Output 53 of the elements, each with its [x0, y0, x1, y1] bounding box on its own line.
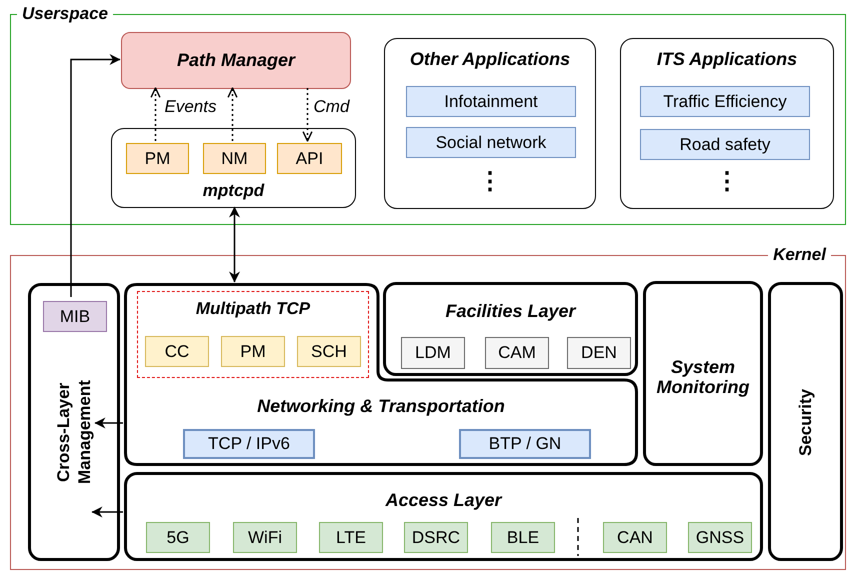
module-box: CAN — [603, 522, 667, 553]
layer-title: Multipath TCP — [194, 299, 312, 319]
layer-box — [768, 282, 843, 561]
module-box: Social network — [406, 127, 576, 158]
layer-title: Access Layer — [384, 490, 504, 510]
module-box: Infotainment — [406, 86, 576, 117]
arrow — [302, 88, 313, 142]
application-group-box — [384, 38, 596, 209]
layer-title: System Monitoring — [656, 357, 750, 397]
arrow — [227, 87, 238, 141]
module-box: API — [277, 143, 342, 174]
module-box: CAM — [485, 337, 549, 369]
arrow — [94, 418, 123, 428]
layer-box — [383, 282, 638, 376]
layer-title: Cross-Layer Management — [53, 379, 95, 486]
arrow — [91, 506, 123, 518]
ellipsis-text: ⋮ — [714, 169, 740, 195]
module-box: PM — [221, 336, 285, 367]
layer-title: Networking & Transportation — [256, 396, 506, 416]
module-box: BTP / GN — [459, 429, 591, 459]
arrow — [70, 54, 121, 297]
module-box: LDM — [401, 337, 465, 369]
group-box — [137, 291, 369, 378]
module-box: NM — [203, 143, 266, 174]
module-box: DSRC — [404, 522, 468, 553]
module-box: WiFi — [233, 522, 297, 553]
module-box: SCH — [297, 336, 361, 367]
module-box: 5G — [146, 522, 210, 553]
module-box: Road safety — [640, 129, 810, 160]
arrow — [150, 87, 161, 141]
application-group-box — [620, 38, 834, 209]
module-box: CC — [145, 336, 209, 367]
layer-title: mptcpd — [202, 181, 266, 201]
daemon-box — [111, 128, 356, 208]
layer-box — [643, 281, 763, 466]
arrow — [229, 206, 240, 283]
module-box: LTE — [319, 522, 383, 553]
ellipsis-text: ⋮ — [477, 169, 503, 195]
module-box: Traffic Efficiency — [640, 86, 810, 117]
module-box: PM — [126, 143, 189, 174]
layer-box — [124, 472, 763, 561]
layer-title: Other Applications — [408, 49, 572, 69]
region-title: Userspace — [17, 4, 114, 24]
layer-title: Security — [795, 386, 816, 458]
layer-box — [28, 283, 120, 561]
layer-title: ITS Applications — [656, 49, 798, 69]
module-box: TCP / IPv6 — [183, 429, 315, 459]
module-box: GNSS — [688, 522, 752, 553]
layer-title: Facilities Layer — [444, 301, 578, 321]
module-box: MIB — [43, 301, 107, 332]
process-box: Path Manager — [121, 32, 351, 89]
module-box: DEN — [567, 337, 631, 369]
module-box: BLE — [491, 522, 555, 553]
